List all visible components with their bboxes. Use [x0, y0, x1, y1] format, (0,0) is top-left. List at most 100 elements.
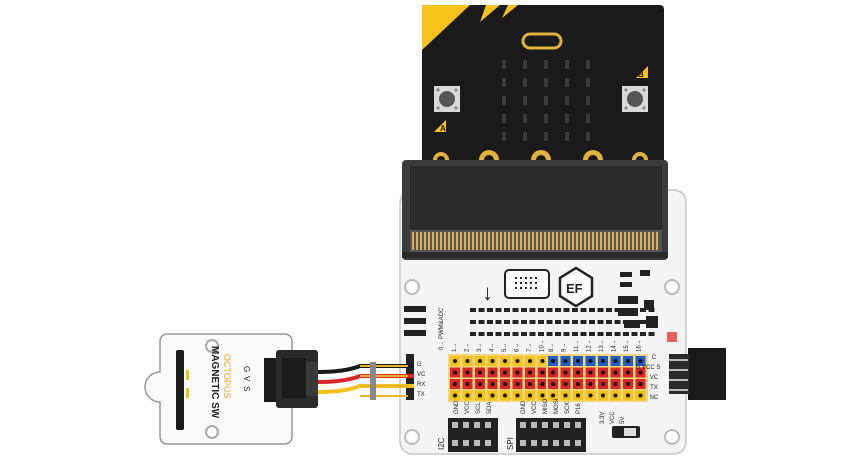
button-b[interactable]: B — [622, 66, 648, 112]
led-matrix — [502, 60, 590, 141]
ef-logo-icon: EF — [558, 266, 594, 308]
power-label: VCC — [610, 411, 616, 424]
resistor — [563, 320, 570, 324]
resistor — [478, 308, 485, 312]
sensor-pin-label: S — [242, 386, 251, 391]
resistor — [538, 332, 544, 336]
power-label: 5V — [620, 417, 626, 424]
spi-pin-label: VCC — [532, 401, 538, 414]
pin-number: 3→ — [477, 343, 483, 352]
resistor — [529, 308, 536, 312]
spi-pin-label: P16 — [576, 403, 582, 414]
right-header-label: G VCC S — [636, 365, 661, 371]
resistor — [631, 332, 638, 336]
right-connector[interactable] — [669, 348, 726, 400]
resistor — [606, 332, 612, 336]
microbit-board: A B — [422, 5, 664, 190]
expansion-board: ↓ EF 0→ PWM&ADC 1→2→3→4→5→ — [399, 160, 726, 455]
resistor — [538, 320, 544, 324]
arrow-down-icon: ↓ — [482, 280, 493, 305]
spi-header[interactable] — [516, 418, 586, 452]
resistor — [546, 332, 553, 336]
pin-number-labels: 1→2→3→4→5→6→7→10→8→9→11→12→13→14→15→16→ — [452, 339, 643, 352]
resistor — [640, 308, 646, 312]
resistor — [529, 332, 536, 336]
resistor-array — [470, 308, 655, 336]
magnetic-switch-module: MAGNETIC SW OCTOPUS GVS — [144, 333, 318, 445]
uart-label: VC — [417, 372, 426, 378]
resistor — [589, 308, 595, 312]
resistor — [614, 332, 621, 336]
resistor — [546, 320, 553, 324]
power-label: 3.3V — [600, 412, 606, 424]
resistor — [487, 308, 493, 312]
resistor — [631, 320, 638, 324]
io-header-right[interactable] — [546, 354, 648, 402]
i2c-pin-label: SCL — [476, 402, 482, 414]
sensor-name: MAGNETIC SW — [209, 346, 220, 419]
pin-number: 14→ — [612, 339, 618, 352]
resistor — [495, 332, 502, 336]
resistor — [478, 332, 485, 336]
resistor — [538, 308, 544, 312]
led-indicator — [667, 332, 677, 342]
resistor — [572, 332, 578, 336]
pin-number: 2→ — [465, 343, 471, 352]
resistor — [589, 320, 595, 324]
resistor — [648, 320, 655, 324]
right-header-label: TX — [650, 385, 658, 391]
pin-number: 13→ — [599, 339, 605, 352]
pin-number: 4→ — [490, 343, 496, 352]
resistor — [631, 308, 638, 312]
mount-hole — [404, 279, 420, 295]
i2c-pin-label: VCC — [465, 401, 471, 414]
sensor-pin-labels: GVS — [242, 366, 251, 391]
i2c-pin-label: SDA — [487, 402, 493, 414]
pin-number: 1→ — [452, 343, 458, 352]
svg-text:EF: EF — [566, 281, 583, 296]
mount-hole — [664, 279, 680, 295]
pin-number: 15→ — [624, 339, 630, 352]
resistor — [478, 320, 485, 324]
resistor — [606, 320, 612, 324]
resistor — [546, 308, 553, 312]
resistor — [580, 308, 587, 312]
resistor — [580, 320, 587, 324]
resistor — [521, 308, 527, 312]
right-header-label: VC — [650, 375, 659, 381]
resistor — [614, 320, 621, 324]
resistor — [597, 332, 604, 336]
power-switch-labels: 3.3V VCC 5V — [600, 411, 626, 424]
sensor-connector[interactable] — [264, 350, 318, 408]
resistor — [597, 320, 604, 324]
pin-number: 16→ — [637, 339, 643, 352]
spi-pin-label: GND — [521, 400, 527, 414]
microbit-outline-icon — [504, 269, 550, 299]
button-b-label: B — [638, 70, 644, 79]
resistor — [495, 320, 502, 324]
io-header-left[interactable] — [448, 354, 550, 402]
mount-hole — [404, 429, 420, 445]
power-switch[interactable] — [612, 426, 640, 438]
pin-number: 5→ — [502, 343, 508, 352]
button-a[interactable]: A — [434, 86, 460, 133]
spi-pin-label: MISO — [543, 398, 549, 414]
resistor — [597, 308, 604, 312]
uart-label: G — [417, 362, 422, 368]
resistor — [555, 308, 561, 312]
button-a-label: A — [440, 124, 446, 133]
i2c-pin-labels: GND VCC SCL SDA — [454, 400, 493, 414]
resistor — [640, 332, 646, 336]
resistor — [589, 332, 595, 336]
i2c-pin-label: GND — [454, 400, 460, 414]
i2c-header[interactable] — [448, 418, 498, 452]
edge-connector-slot — [402, 160, 668, 260]
resistor — [580, 332, 587, 336]
sensor-brand: OCTOPUS — [222, 354, 232, 398]
resistor — [470, 308, 476, 312]
resistor — [606, 308, 612, 312]
resistor — [487, 320, 493, 324]
resistor — [648, 332, 655, 336]
